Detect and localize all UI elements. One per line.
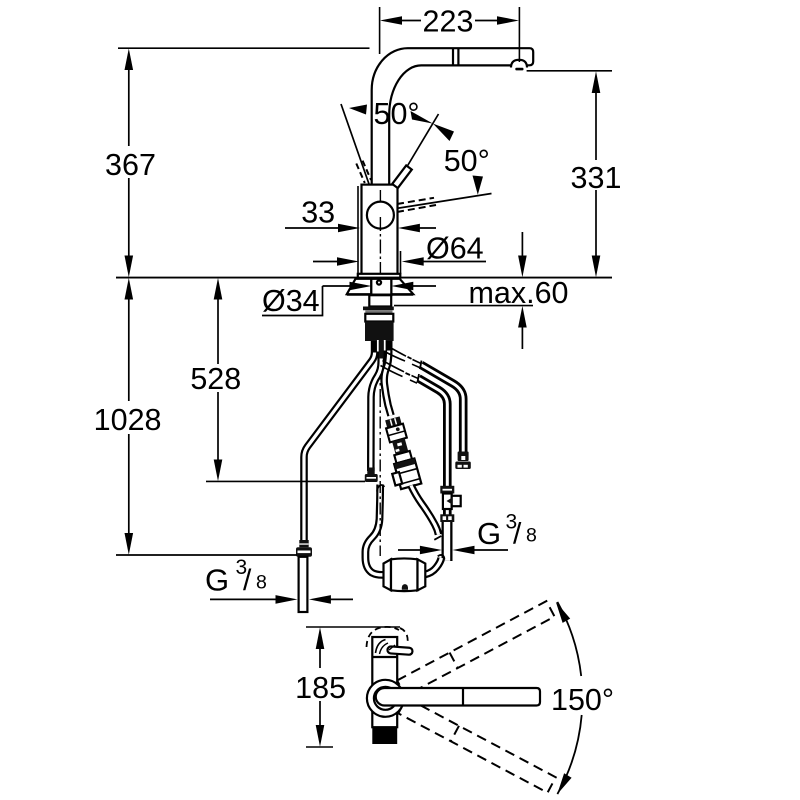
svg-text:max.60: max.60 — [469, 276, 569, 310]
svg-text:3: 3 — [506, 511, 518, 534]
svg-text:8: 8 — [256, 572, 267, 594]
svg-text:Ø34: Ø34 — [262, 284, 320, 318]
svg-text:528: 528 — [190, 362, 241, 396]
svg-text:G: G — [477, 516, 501, 551]
svg-text:1028: 1028 — [94, 403, 162, 437]
svg-text:50°: 50° — [444, 144, 490, 178]
svg-text:G: G — [205, 563, 229, 598]
svg-text:185: 185 — [295, 671, 346, 705]
svg-text:/: / — [243, 564, 252, 597]
svg-text:33: 33 — [301, 196, 335, 230]
svg-text:50°: 50° — [374, 97, 420, 131]
svg-text:/: / — [513, 518, 522, 551]
svg-text:Ø64: Ø64 — [426, 232, 484, 266]
svg-text:223: 223 — [423, 5, 474, 39]
svg-text:331: 331 — [571, 161, 622, 195]
svg-text:367: 367 — [105, 148, 156, 182]
svg-text:150°: 150° — [551, 683, 614, 717]
svg-text:8: 8 — [526, 525, 537, 547]
svg-text:3: 3 — [236, 556, 248, 579]
